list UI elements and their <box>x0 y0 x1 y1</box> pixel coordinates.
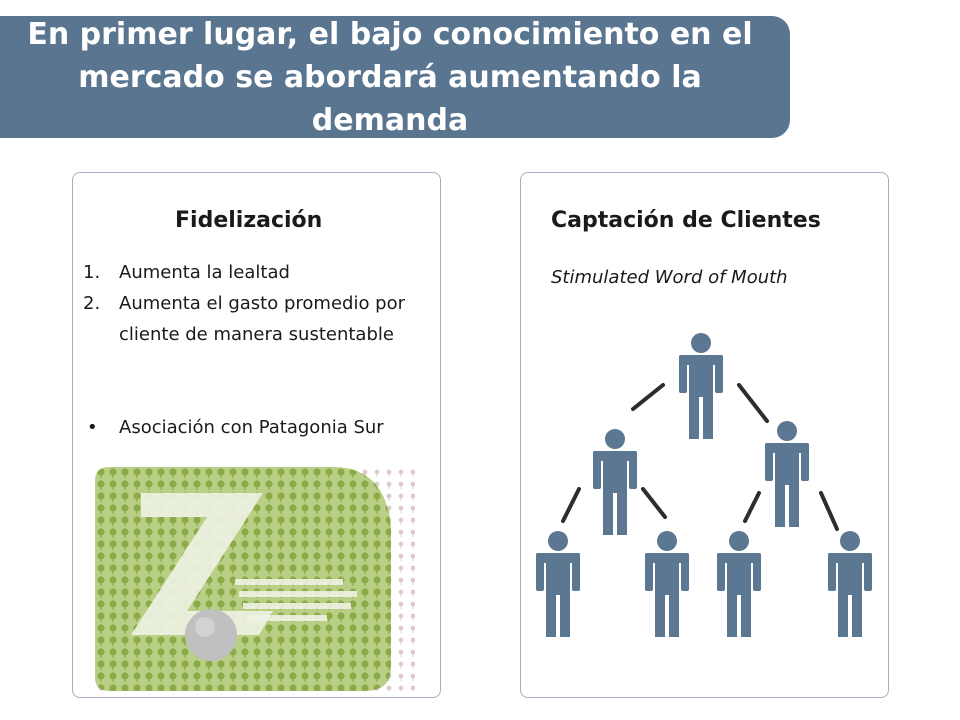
person-icon <box>717 531 761 637</box>
person-icon <box>828 531 872 637</box>
list-item: 1. Aumenta la lealtad <box>83 257 435 288</box>
person-icon <box>765 421 809 527</box>
list-number: 2. <box>83 293 101 314</box>
list-item-text: Aumenta la lealtad <box>119 262 290 283</box>
title-banner: En primer lugar, el bajo conocimiento en… <box>0 16 790 138</box>
referral-tree-diagram <box>536 333 872 637</box>
benefits-list: 1. Aumenta la lealtad 2. Aumenta el gast… <box>83 257 435 350</box>
person-icon <box>536 531 580 637</box>
bullet-text: Asociación con Patagonia Sur <box>119 417 384 438</box>
fidelizacion-panel: Fidelización 1. Aumenta la lealtad 2. Au… <box>72 172 441 698</box>
captacion-subtitle: Stimulated Word of Mouth <box>551 267 788 288</box>
person-icon <box>679 333 723 439</box>
list-item: 2. Aumenta el gasto promedio por cliente… <box>83 288 435 350</box>
bullet-symbol: • <box>87 417 98 438</box>
list-item-text: Aumenta el gasto promedio por cliente de… <box>119 293 406 345</box>
person-icon <box>645 531 689 637</box>
slide-title: En primer lugar, el bajo conocimiento en… <box>27 16 753 138</box>
list-number: 1. <box>83 262 101 283</box>
captacion-heading: Captación de Clientes <box>551 208 821 233</box>
person-icon <box>593 429 637 535</box>
fidelizacion-heading: Fidelización <box>175 208 323 233</box>
partnership-bullet: • Asociación con Patagonia Sur <box>83 413 435 443</box>
captacion-panel: Captación de Clientes Stimulated Word of… <box>520 172 889 698</box>
patagonia-sur-logo-icon <box>95 467 415 691</box>
